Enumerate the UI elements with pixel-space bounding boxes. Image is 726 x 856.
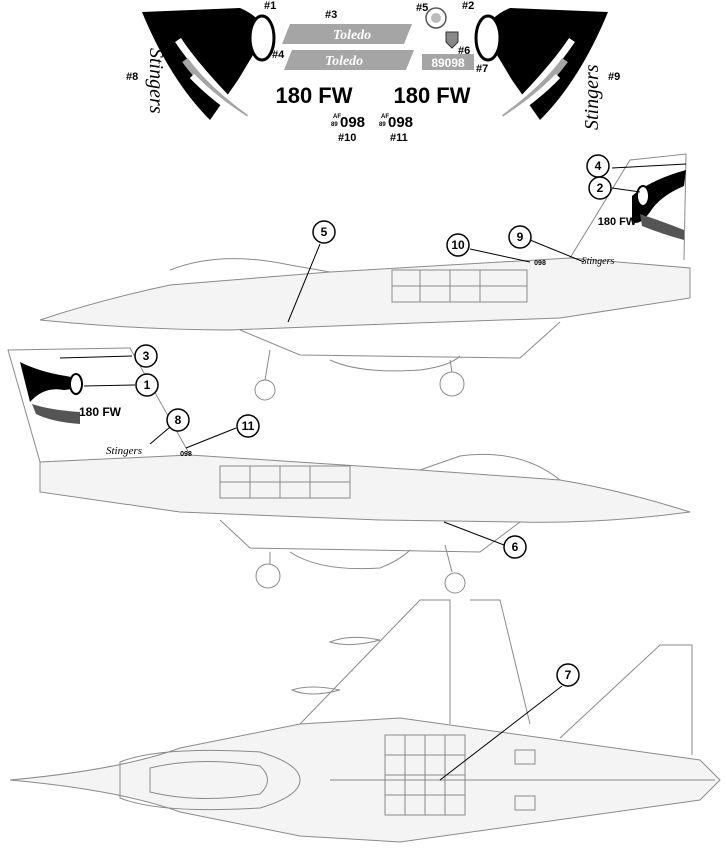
aircraft-top-view [9, 599, 721, 843]
tail-flash-left [142, 8, 276, 125]
svg-text:11: 11 [242, 419, 255, 433]
svg-text:3: 3 [143, 349, 150, 363]
callout-leaders [59, 163, 687, 781]
tail-band-3-text: Toledo [333, 28, 371, 43]
callout-9: 9 [508, 225, 532, 249]
aircraft-profile-left-side: 180 FW Stingers 098 [39, 153, 691, 401]
callout-7: 7 [556, 663, 580, 687]
unit-text-left: 180 FW [275, 83, 352, 108]
callout-3: 3 [134, 344, 158, 368]
decal-label-1: #1 [264, 0, 276, 12]
decal-label-11: #11 [390, 132, 408, 144]
profile2-serial: 098 [180, 451, 192, 458]
svg-text:2: 2 [597, 181, 604, 195]
profile1-unit-text: 180 FW [598, 216, 637, 228]
svg-text:1: 1 [144, 378, 151, 392]
serial-short-10: 098 [340, 114, 365, 131]
shield-badge-icon [445, 31, 459, 49]
decal-label-4: #4 [272, 49, 285, 61]
decal-label-2: #2 [462, 0, 474, 12]
callout-10: 10 [446, 233, 470, 257]
af-prefix-10: AF [333, 114, 341, 120]
profile2-unit-text: 180 FW [79, 405, 122, 419]
callout-6: 6 [503, 535, 527, 559]
decal-label-5: #5 [416, 2, 428, 14]
svg-text:9: 9 [517, 230, 524, 244]
decal-label-6: #6 [458, 45, 470, 57]
tail-band-4 [284, 50, 414, 70]
decal-label-3: #3 [325, 9, 337, 21]
svg-text:4: 4 [595, 159, 602, 173]
tail-flash-right [474, 8, 608, 125]
unit-text-right: 180 FW [393, 83, 470, 108]
tail-band-4-text: Toledo [325, 54, 363, 69]
callout-4: 4 [586, 154, 610, 178]
callout-1: 1 [135, 373, 159, 397]
svg-text:8: 8 [175, 413, 182, 427]
svg-text:7: 7 [565, 668, 572, 682]
serial-block-text: 89098 [431, 56, 465, 70]
callout-11: 11 [236, 414, 260, 438]
callout-5: 5 [312, 220, 336, 244]
decal-sheet: Toledo Toledo 89098 180 FW 180 FW AF 89 … [126, 0, 620, 144]
callout-2: 2 [588, 176, 612, 200]
callout-8: 8 [166, 408, 190, 432]
aircraft-profile-right-side: 180 FW Stingers 098 [7, 347, 691, 594]
serial-block [422, 54, 474, 70]
profile2-stingers: Stingers [106, 445, 142, 457]
stingers-left: Stingers [145, 48, 167, 114]
svg-text:10: 10 [451, 238, 465, 252]
af-prefix-11: AF [381, 114, 389, 120]
serial-short-11: 098 [388, 114, 413, 131]
decal-label-8: #8 [126, 71, 138, 83]
af-year-11: 89 [379, 122, 386, 128]
svg-text:6: 6 [512, 540, 519, 554]
tail-band-3 [282, 24, 412, 44]
stingers-right: Stingers [581, 64, 603, 130]
decal-label-9: #9 [608, 71, 620, 83]
decal-label-10: #10 [338, 132, 356, 144]
svg-text:5: 5 [321, 225, 328, 239]
af-year-10: 89 [331, 122, 338, 128]
profile1-serial: 098 [534, 260, 546, 267]
decal-label-7: #7 [476, 63, 488, 75]
profile1-stingers: Stingers [582, 256, 615, 267]
